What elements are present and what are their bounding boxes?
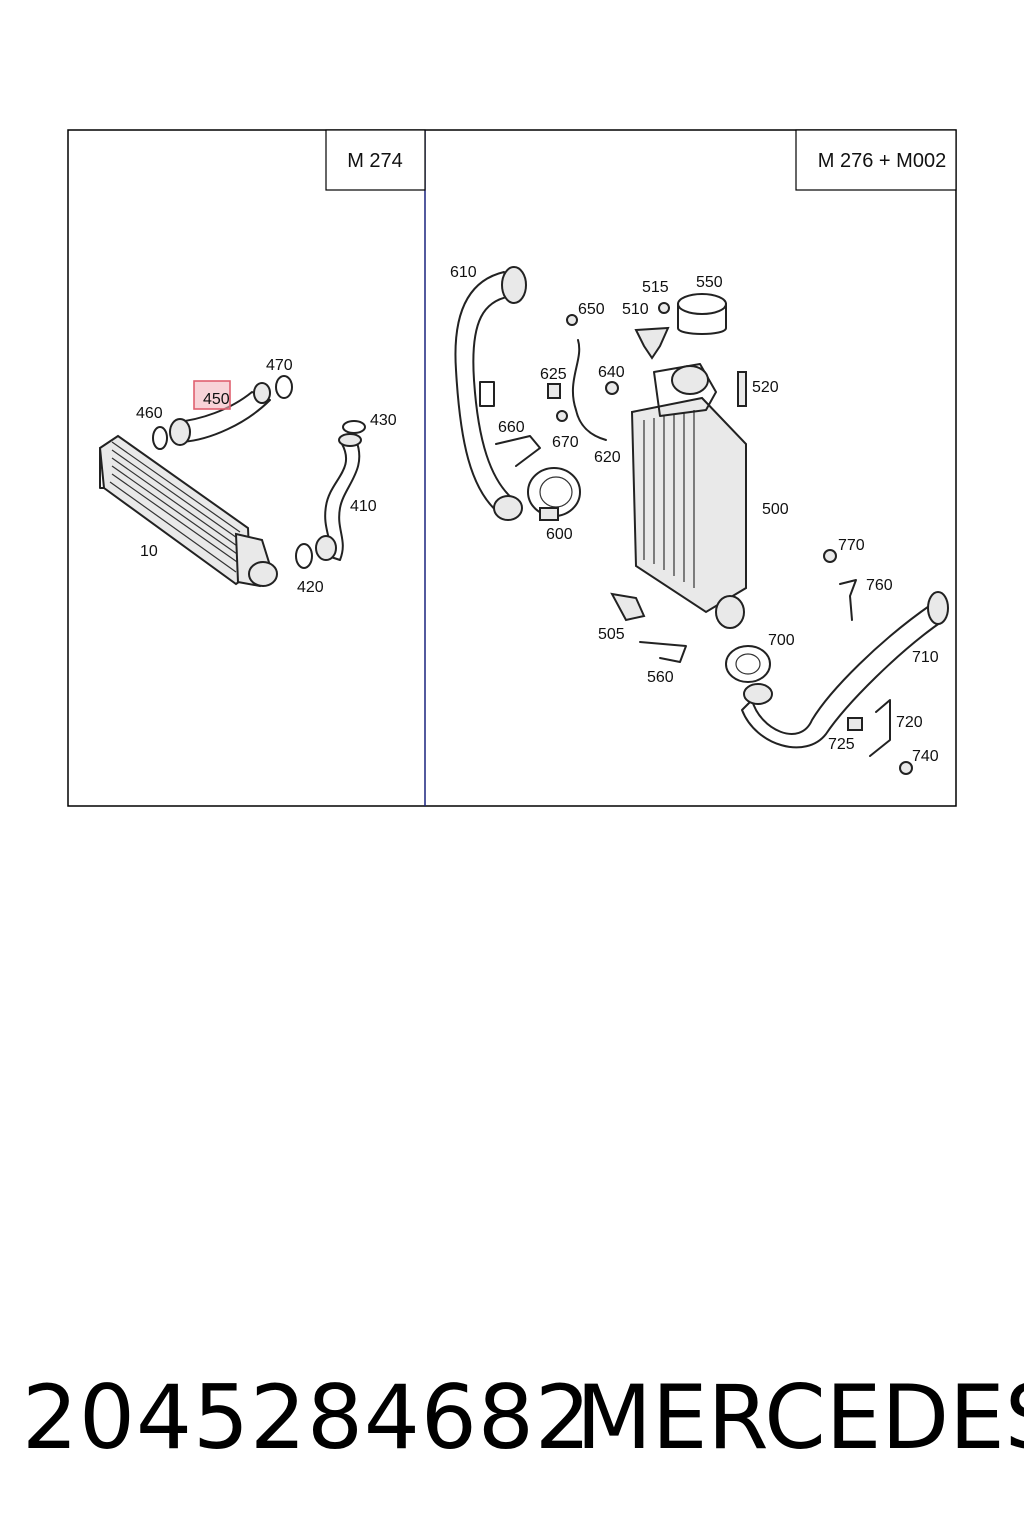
label-505: 505 [598,626,625,643]
left-panel-title: M 274 [347,150,403,172]
label-625: 625 [540,366,567,383]
footer: 2045284682 MERCEDES [0,1368,1024,1478]
label-600: 600 [546,526,573,543]
left-panel-title-box [325,129,426,191]
label-740: 740 [912,748,939,765]
bolt-part-770 [823,549,837,563]
seal-ring-part-460 [152,426,168,450]
label-700: 700 [768,632,795,649]
right-panel-title-box [795,129,957,191]
label-620: 620 [594,449,621,466]
seal-ring-part-470 [275,375,293,399]
hose-part-410 [315,433,362,561]
bracket-part-720 [869,699,891,757]
label-520: 520 [752,379,779,396]
clip-part-505 [610,592,646,622]
part-number: 2045284682 [22,1366,592,1469]
sensor-part-520 [737,371,747,407]
intercooler-part-10 [98,434,278,588]
label-550: 550 [696,274,723,291]
bracket-part-560 [639,641,687,663]
label-460: 460 [136,405,163,422]
label-660: 660 [498,419,525,436]
sensor-part-510 [634,326,670,360]
hose-part-450 [169,382,271,446]
bolt-part-640 [605,381,619,395]
seal-ring-part-420 [295,543,313,569]
label-670: 670 [552,434,579,451]
label-450: 450 [203,391,230,408]
label-10: 10 [140,543,158,560]
highlight-box-450 [193,380,231,410]
label-725: 725 [828,736,855,753]
label-515: 515 [642,279,669,296]
pipe-part-710 [741,591,949,749]
pipe-part-610 [454,266,527,521]
clamp-part-600 [527,467,581,521]
label-770: 770 [838,537,865,554]
brand-name: MERCEDES [576,1366,1024,1469]
parts-diagram: M 274 M 276 + M002 450 470 460 430 410 1… [67,129,957,807]
bolt-part-670 [556,410,568,422]
bracket-part-660 [495,435,541,467]
label-710: 710 [912,649,939,666]
label-760: 760 [866,577,893,594]
seal-part-700 [725,645,771,683]
label-720: 720 [896,714,923,731]
diagram-frame [67,129,957,807]
label-470: 470 [266,357,293,374]
bracket-part-760 [839,579,857,621]
screw-part-515 [658,302,670,314]
label-500: 500 [762,501,789,518]
right-panel-title: M 276 + M002 [818,150,946,172]
label-560: 560 [647,669,674,686]
bolt-part-650 [566,314,578,326]
label-410: 410 [350,498,377,515]
label-420: 420 [297,579,324,596]
clip-part-725 [847,717,863,731]
bracket-part-620 [571,339,607,441]
intercooler-part-500 [630,363,747,629]
label-510: 510 [622,301,649,318]
label-610: 610 [450,264,477,281]
seal-ring-part-430 [342,420,366,434]
bolt-part-740 [899,761,913,775]
clip-part-625 [547,383,561,399]
label-430: 430 [370,412,397,429]
label-650: 650 [578,301,605,318]
seal-part-550 [677,293,727,335]
label-640: 640 [598,364,625,381]
